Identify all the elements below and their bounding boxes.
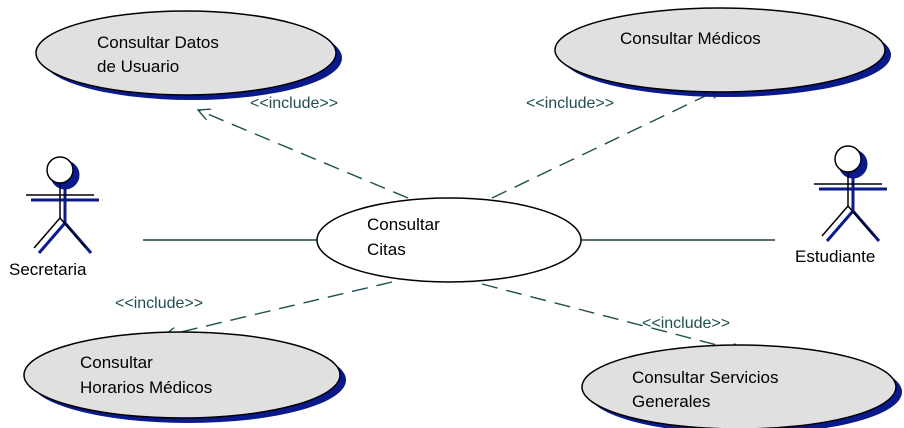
include-line-datos	[198, 110, 409, 199]
actor-estudiante[interactable]: Estudiante	[795, 145, 887, 266]
use-case-label: Consultar	[80, 353, 153, 372]
include-label-horarios: <<include>>	[115, 295, 203, 312]
use-case-consultar-datos-usuario[interactable]: Consultar Datos de Usuario	[35, 10, 342, 100]
use-case-label: Consultar	[367, 215, 440, 234]
stick-figure-icon	[814, 145, 882, 237]
use-case-label: Consultar Médicos	[620, 29, 761, 48]
use-case-consultar-horarios-medicos[interactable]: Consultar Horarios Médicos	[23, 331, 346, 423]
use-case-label: Consultar Datos	[97, 33, 219, 52]
include-label-servicios: <<include>>	[642, 315, 730, 332]
use-case-label: Consultar Servicios	[632, 368, 778, 387]
use-case-label: de Usuario	[97, 57, 179, 76]
use-case-label: Citas	[367, 240, 406, 259]
use-case-label: Horarios Médicos	[80, 378, 212, 397]
include-line-medicos	[491, 88, 722, 199]
include-label-datos: <<include>>	[250, 95, 338, 112]
use-case-consultar-servicios-generales[interactable]: Consultar Servicios Generales	[581, 344, 902, 428]
actor-label: Estudiante	[795, 247, 875, 266]
use-case-label: Generales	[632, 392, 710, 411]
stick-figure-icon	[26, 156, 94, 249]
include-line-servicios	[481, 283, 744, 352]
use-case-consultar-medicos[interactable]: Consultar Médicos	[554, 7, 891, 97]
include-line-horarios	[164, 281, 393, 336]
use-case-consultar-citas[interactable]: Consultar Citas	[316, 197, 582, 283]
actor-secretaria[interactable]: Secretaria	[9, 156, 99, 279]
include-label-medicos: <<include>>	[526, 95, 614, 112]
actor-label: Secretaria	[9, 260, 87, 279]
